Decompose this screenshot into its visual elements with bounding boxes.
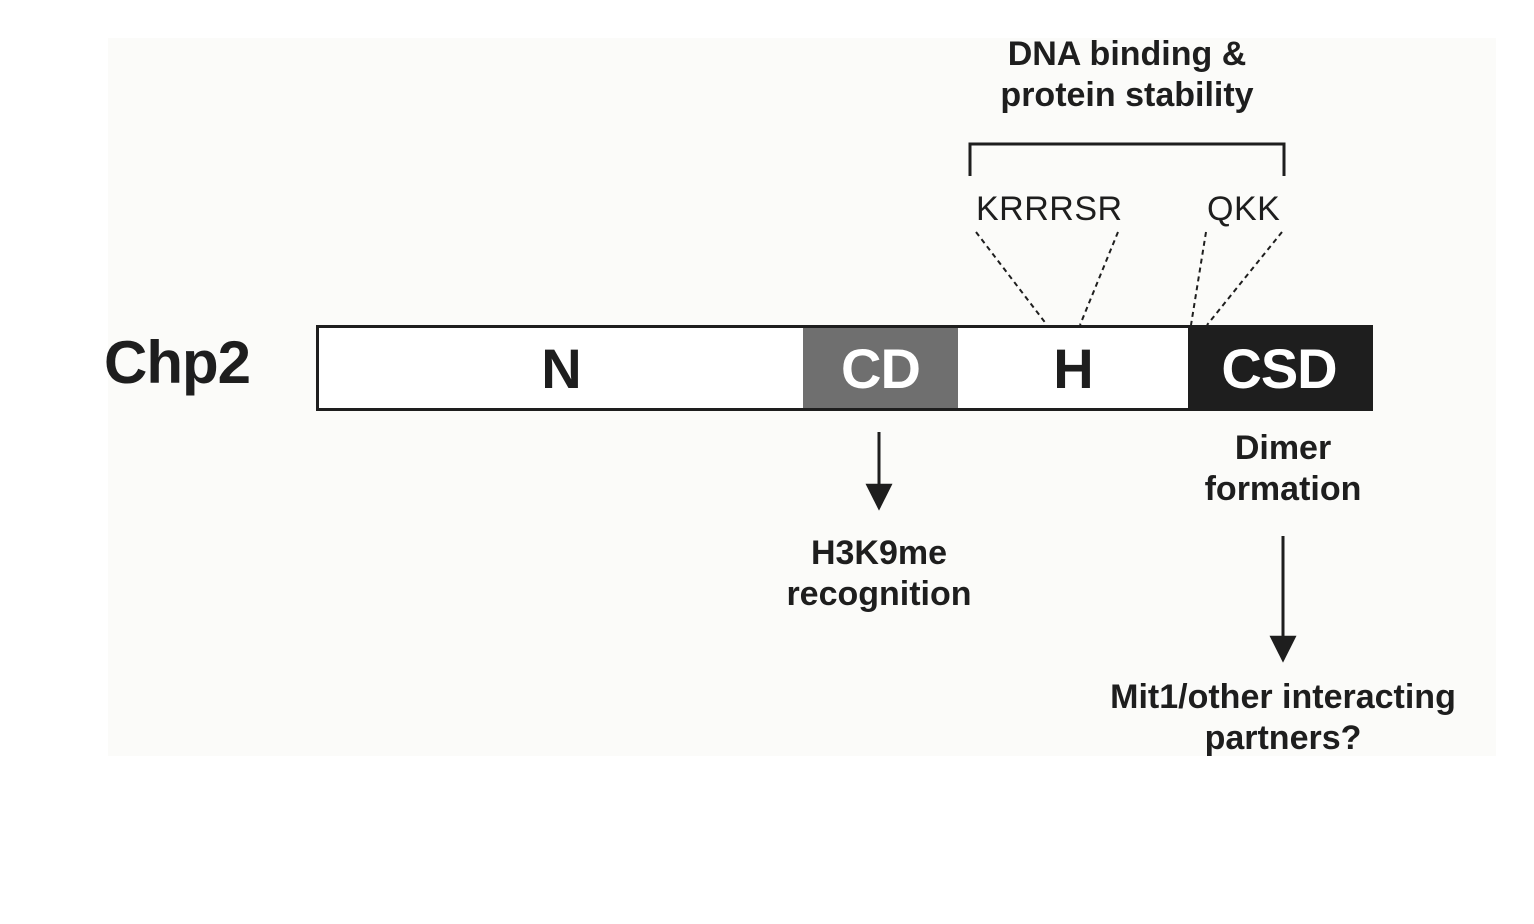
dna-binding-line1: DNA binding &	[1007, 35, 1247, 73]
dimer-line2: formation	[1204, 469, 1362, 508]
dna-binding-line2: protein stability	[1000, 75, 1254, 114]
motif-qkk: QKK	[1207, 190, 1281, 228]
h3k9me-line1: H3K9me	[810, 534, 948, 572]
dimer-label: Dimer formation	[1163, 428, 1403, 510]
dashed-connector	[1190, 231, 1207, 326]
domain-cd: CD	[803, 328, 958, 408]
dimer-line1: Dimer	[1234, 429, 1332, 467]
dna-binding-label: DNA binding & protein stability	[957, 34, 1297, 116]
domain-bar: N CD H CSD	[316, 325, 1373, 411]
motif-krrrsr: KRRRSR	[976, 190, 1123, 228]
h3k9me-line2: recognition	[786, 574, 972, 613]
dashed-connector	[1079, 231, 1119, 326]
dashed-connector	[1206, 231, 1283, 326]
dashed-connector	[975, 231, 1048, 326]
partners-line2: partners?	[1204, 718, 1362, 757]
partners-label: Mit1/other interacting partners?	[1073, 677, 1493, 759]
domain-csd: CSD	[1188, 328, 1370, 408]
bracket	[968, 142, 1286, 176]
domain-h: H	[958, 328, 1188, 408]
protein-name: Chp2	[104, 329, 251, 396]
h3k9me-label: H3K9me recognition	[749, 533, 1009, 615]
domain-n: N	[319, 328, 803, 408]
partners-line1: Mit1/other interacting	[1110, 678, 1456, 716]
